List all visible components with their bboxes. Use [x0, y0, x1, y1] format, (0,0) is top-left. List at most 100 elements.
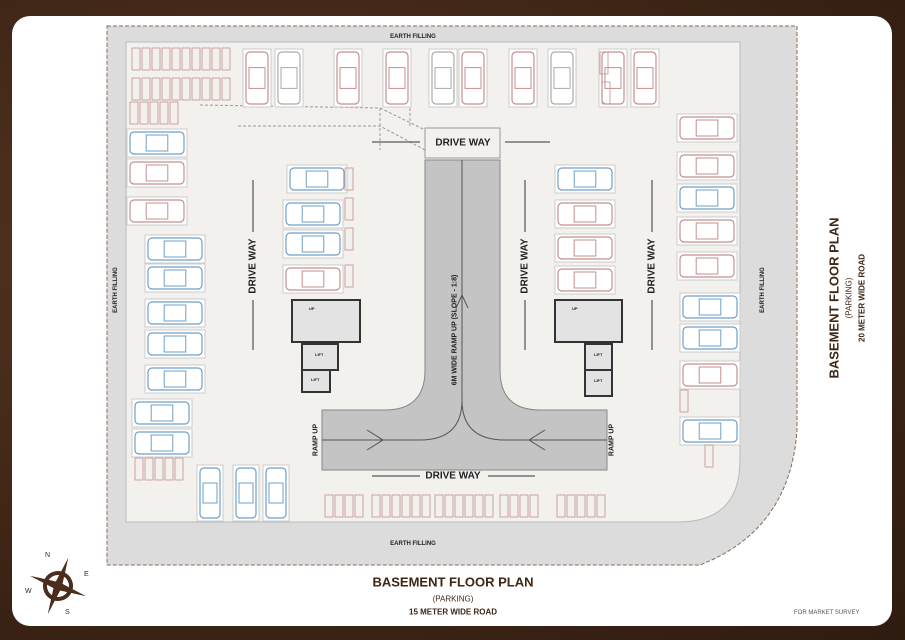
parking-car: [508, 48, 538, 108]
motorbike-stall: [411, 494, 421, 518]
parking-car: [679, 292, 741, 322]
motorbike-stall: [211, 77, 221, 101]
parking-car: [382, 48, 412, 108]
driveway-label-center-right: DRIVE WAY: [519, 238, 531, 294]
parking-car: [676, 183, 738, 213]
driveway-label-bottom: DRIVE WAY: [425, 470, 481, 482]
stair-core-right: [554, 299, 623, 397]
motorbike-stall: [324, 494, 334, 518]
motorbike-stall: [161, 77, 171, 101]
parking-car: [144, 298, 206, 328]
motorbike-stall: [211, 47, 221, 71]
ramp-label: 6M WIDE RAMP UP (SLOPE - 1:8): [451, 274, 459, 386]
motorbike-stall: [159, 101, 169, 125]
bottom-title: BASEMENT FLOOR PLAN: [372, 574, 534, 590]
stair-core-left: [291, 299, 361, 393]
motorbike-stall: [401, 494, 411, 518]
lift-label: LIFT: [311, 377, 320, 382]
lift-label: LIFT: [315, 352, 324, 357]
driveway-label-left: DRIVE WAY: [247, 238, 259, 294]
parking-car: [144, 364, 206, 394]
stair-up-left: UP: [309, 306, 315, 311]
ramp: [321, 159, 608, 471]
motorbike-stall: [151, 47, 161, 71]
footer-note: FOR MARKET SURVEY: [794, 610, 860, 616]
motorbike-stall: [134, 457, 144, 481]
driveway-box: [424, 127, 501, 159]
motorbike-stall: [586, 494, 596, 518]
earth-filling-left: EARTH FILLING: [113, 267, 119, 313]
parking-car: [274, 48, 304, 108]
parking-car: [144, 329, 206, 359]
motorbike-stall: [201, 77, 211, 101]
parking-car: [126, 128, 188, 158]
motorbike-stall: [201, 47, 211, 71]
motorbike-stall: [371, 494, 381, 518]
parking-car: [598, 48, 628, 108]
motorbike-stall: [141, 77, 151, 101]
motorbike-stall: [444, 494, 454, 518]
motorbike-stall: [129, 101, 139, 125]
motorbike-stall: [434, 494, 444, 518]
motorbike-stall: [344, 264, 354, 288]
parking-car: [554, 265, 616, 295]
parking-car: [679, 323, 741, 353]
parking-car: [676, 216, 738, 246]
parking-car: [126, 196, 188, 226]
motorbike-stall: [161, 47, 171, 71]
motorbike-stall: [464, 494, 474, 518]
motorbike-stall: [596, 494, 606, 518]
compass-s: S: [65, 609, 70, 616]
motorbike-stall: [221, 47, 231, 71]
motorbike-stall: [131, 47, 141, 71]
motorbike-stall: [381, 494, 391, 518]
motorbike-stall: [679, 389, 689, 413]
lift-label: LIFT: [594, 352, 603, 357]
motorbike-stall: [144, 457, 154, 481]
bottom-subtitle: (PARKING): [432, 594, 474, 604]
motorbike-stall: [391, 494, 401, 518]
motorbike-stall: [509, 494, 519, 518]
parking-car: [679, 360, 741, 390]
motorbike-stall: [191, 47, 201, 71]
side-subtitle: (PARKING): [844, 277, 854, 319]
motorbike-stall: [519, 494, 529, 518]
motorbike-stall: [131, 77, 141, 101]
driveway-label-right: DRIVE WAY: [646, 238, 658, 294]
earth-filling-bottom: EARTH FILLING: [390, 541, 436, 547]
parking-car: [630, 48, 660, 108]
motorbike-stall: [221, 77, 231, 101]
parking-car: [126, 158, 188, 188]
parking-car: [676, 113, 738, 143]
motorbike-stall: [164, 457, 174, 481]
lift-label: LIFT: [594, 378, 603, 383]
motorbike-stall: [344, 167, 354, 191]
parking-car: [232, 464, 260, 522]
motorbike-stall: [171, 47, 181, 71]
side-title: BASEMENT FLOOR PLAN: [826, 217, 842, 379]
parking-car: [242, 48, 272, 108]
motorbike-stall: [139, 101, 149, 125]
bottom-road: 15 METER WIDE ROAD: [408, 607, 498, 617]
compass-n: N: [45, 552, 51, 559]
parking-car: [262, 464, 290, 522]
motorbike-stall: [599, 51, 609, 75]
motorbike-stall: [499, 494, 509, 518]
earth-filling-right: EARTH FILLING: [760, 267, 766, 313]
parking-car: [196, 464, 224, 522]
motorbike-stall: [151, 77, 161, 101]
driveway-label-top: DRIVE WAY: [435, 137, 491, 149]
ramp-up-left: RAMP UP: [312, 423, 320, 457]
parking-car: [458, 48, 488, 108]
motorbike-stall: [171, 77, 181, 101]
motorbike-stall: [181, 47, 191, 71]
parking-car: [131, 398, 193, 428]
parking-car: [676, 151, 738, 181]
parking-car: [554, 199, 616, 229]
ramp-up-right: RAMP UP: [608, 423, 616, 457]
motorbike-stall: [191, 77, 201, 101]
motorbike-stall: [474, 494, 484, 518]
motorbike-stall: [576, 494, 586, 518]
motorbike-stall: [169, 101, 179, 125]
